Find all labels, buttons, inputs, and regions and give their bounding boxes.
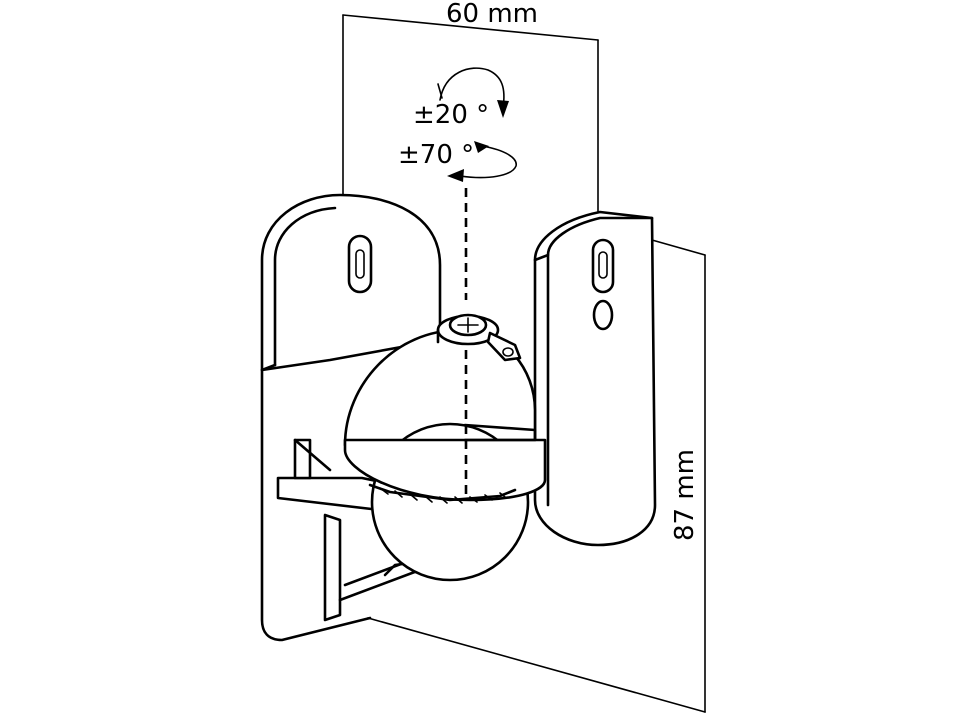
- height-dimension-label: 87 mm: [670, 449, 700, 541]
- tilt-angle-label: ±20 °: [413, 100, 489, 130]
- dimension-frame: [342, 14, 706, 713]
- wall-plate: [260, 193, 442, 642]
- ball-joint: [343, 328, 547, 582]
- tilt-arrow-icon: [437, 67, 509, 118]
- speaker-arm: [533, 210, 657, 547]
- swivel-arrow-icon: [447, 141, 517, 182]
- width-dimension-label: 60 mm: [446, 0, 538, 29]
- swivel-angle-label: ±70 °: [398, 140, 474, 170]
- screw: [436, 313, 522, 362]
